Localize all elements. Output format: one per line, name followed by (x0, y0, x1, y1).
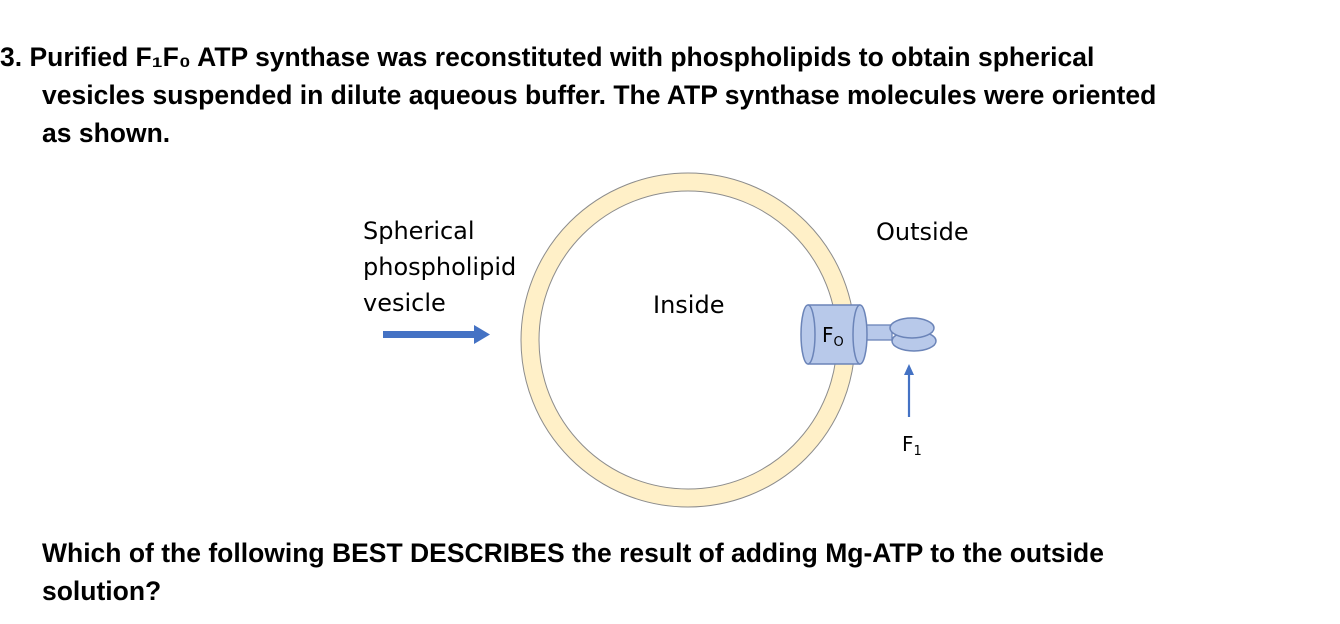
question-number: 3. (0, 42, 23, 72)
question-prompt: Which of the following BEST DESCRIBES th… (42, 534, 1332, 610)
f1-head-front (889, 317, 935, 339)
fo-cylinder-body (808, 305, 860, 364)
question-prompt-line-2: solution? (42, 576, 162, 606)
fo-cylinder-left-cap (800, 304, 816, 365)
vesicle-membrane-fill (521, 173, 855, 507)
outside-label: Outside (876, 218, 969, 246)
f1-label: F1 (902, 432, 922, 459)
f1-stalk (863, 324, 893, 341)
question-prompt-line-1: Which of the following BEST DESCRIBES th… (42, 538, 1104, 568)
f1-pointer-arrow-head (904, 364, 914, 375)
f1-label-main: F (902, 432, 914, 456)
vesicle-pointer-arrow-shaft (383, 331, 476, 338)
fo-label-sub: O (834, 335, 844, 350)
question-line-1: 3. Purified F₁F₀ ATP synthase was recons… (0, 38, 1330, 76)
fo-cylinder-right-cap (852, 304, 868, 365)
question-line-1-text: Purified F₁F₀ ATP synthase was reconstit… (29, 42, 1095, 72)
vesicle-label-line-1: Spherical (363, 217, 475, 245)
question-text: 3. Purified F₁F₀ ATP synthase was recons… (0, 38, 1330, 152)
inside-label: Inside (653, 291, 724, 319)
vesicle-label-line-3: vesicle (363, 289, 446, 317)
fo-label-main: F (822, 323, 834, 347)
fo-label: FO (822, 323, 844, 350)
f1-label-sub: 1 (914, 444, 922, 459)
vesicle-pointer-arrow-head (474, 325, 490, 344)
question-line-2: vesicles suspended in dilute aqueous buf… (42, 80, 1157, 110)
question-line-3: as shown. (42, 118, 171, 148)
vesicle-label-line-2: phospholipid (363, 253, 516, 281)
